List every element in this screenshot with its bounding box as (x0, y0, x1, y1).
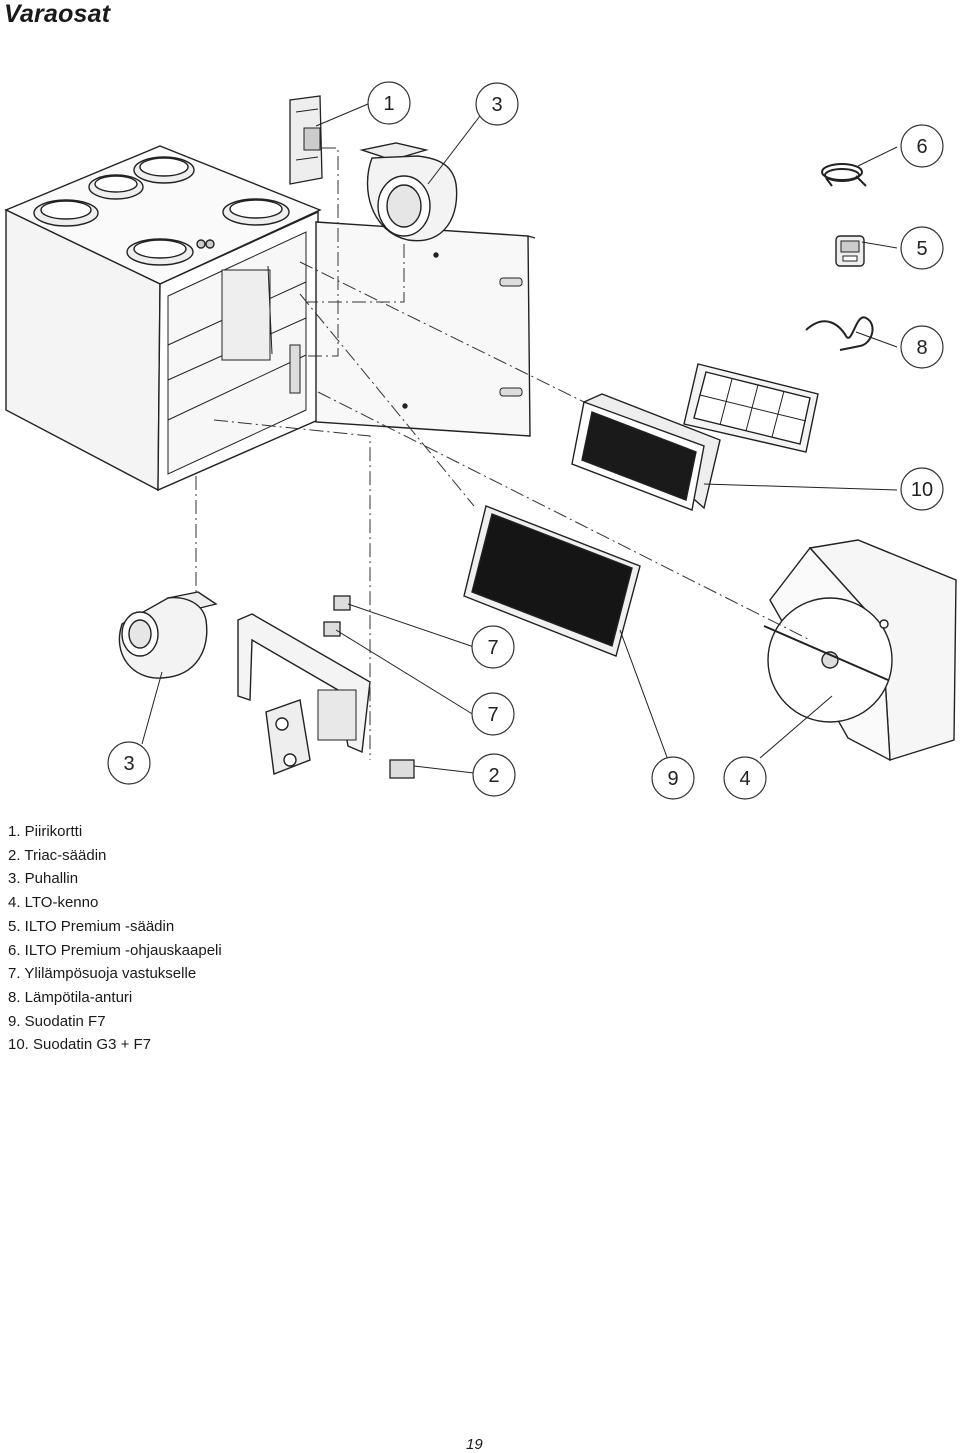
callout-7-lower: 7 (471, 692, 515, 736)
parts-list-item: 3. Puhallin (8, 870, 79, 888)
parts-list-item: 4. LTO-kenno (8, 894, 99, 912)
svg-text:2: 2 (488, 765, 499, 787)
svg-text:8: 8 (916, 337, 927, 359)
filter-f7-panel (463, 505, 641, 657)
callout-1: 1 (367, 81, 411, 125)
callout-10: 10 (900, 467, 944, 511)
filter-g3-grille (683, 363, 819, 453)
svg-text:1: 1 (383, 93, 394, 115)
parts-list-item: 7. Ylilämpösuoja vastukselle (8, 965, 197, 983)
callout-8: 8 (900, 325, 944, 369)
blower-top (359, 142, 458, 242)
heat-recovery-cell (763, 539, 957, 762)
parts-list-item: 8. Lämpötila-anturi (8, 988, 133, 1006)
callout-3-bottom: 3 (107, 741, 151, 785)
svg-text:6: 6 (916, 136, 927, 158)
overheat-protector-lower (323, 621, 341, 637)
parts-list: 1. Piirikortti 2. Triac-säädin 3. Puhall… (8, 820, 222, 1057)
page-title: Varaosat (4, 0, 111, 28)
svg-text:10: 10 (911, 479, 933, 501)
callout-9: 9 (651, 756, 695, 800)
overheat-protector-upper (333, 595, 351, 611)
control-cable (821, 163, 867, 187)
controller-unit (835, 235, 865, 267)
parts-list-item: 6. ILTO Premium -ohjauskaapeli (8, 941, 222, 959)
callout-3-top: 3 (475, 82, 519, 126)
main-housing (4, 145, 322, 492)
parts-list-item: 10. Suodatin G3 + F7 (8, 1036, 152, 1054)
temperature-sensor (805, 316, 874, 351)
parts-list-item: 2. Triac-säädin (8, 846, 107, 864)
svg-text:7: 7 (487, 704, 498, 726)
callout-2: 2 (472, 753, 516, 797)
svg-text:3: 3 (123, 753, 134, 775)
blower-bottom (118, 591, 218, 679)
svg-text:5: 5 (916, 238, 927, 260)
exploded-view-diagram: 1 3 6 5 8 10 7 7 3 2 9 4 (4, 81, 957, 800)
svg-text:7: 7 (487, 637, 498, 659)
svg-text:3: 3 (491, 94, 502, 116)
filter-f7-box (571, 393, 721, 511)
svg-text:4: 4 (739, 768, 750, 790)
parts-list-item: 1. Piirikortti (8, 823, 83, 840)
triac-controller (389, 759, 415, 779)
leader-lines (141, 103, 898, 774)
parts-list-item: 5. ILTO Premium -säädin (8, 917, 175, 935)
heater-frame (237, 613, 371, 775)
callout-6: 6 (900, 124, 944, 168)
circuit-board (289, 95, 323, 185)
page-number: 19 (466, 1436, 483, 1453)
callout-5: 5 (900, 226, 944, 270)
callout-7-upper: 7 (471, 625, 515, 669)
front-door-panel (315, 221, 536, 437)
parts-list-item: 9. Suodatin F7 (8, 1012, 106, 1030)
callout-4: 4 (723, 756, 767, 800)
svg-text:9: 9 (667, 768, 678, 790)
assembly-lines (195, 147, 811, 760)
